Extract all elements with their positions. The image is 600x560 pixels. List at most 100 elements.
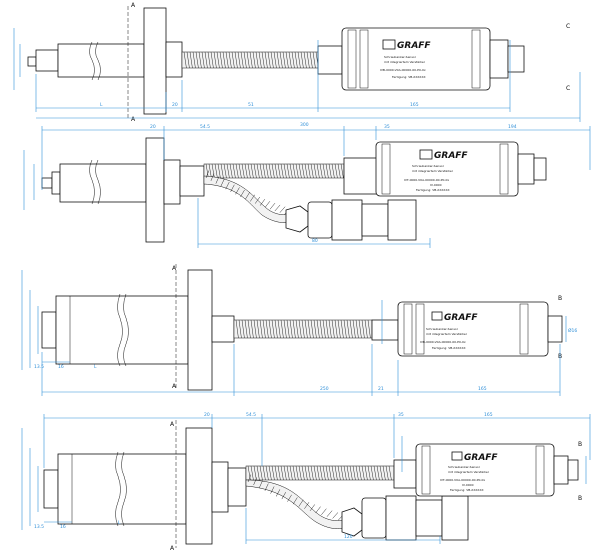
thread-stroke xyxy=(186,51,190,69)
thread-stroke xyxy=(331,319,335,339)
housing-rib xyxy=(471,29,481,89)
thread-stroke xyxy=(337,465,341,481)
thread-stroke xyxy=(274,319,278,339)
mount-plate xyxy=(387,199,417,241)
adapter xyxy=(227,467,247,507)
thread-stroke xyxy=(307,465,311,481)
thread-stroke xyxy=(325,465,329,481)
hose-ring xyxy=(269,202,276,210)
section-mark: B xyxy=(558,295,562,302)
thread-stroke xyxy=(322,319,326,339)
thread-stroke xyxy=(316,163,320,179)
housing-rib xyxy=(359,29,369,89)
terminal-block xyxy=(361,203,389,237)
dimension-text: L xyxy=(100,102,103,108)
thread-stroke xyxy=(306,51,310,69)
thread-stroke xyxy=(244,319,248,339)
probe-tip xyxy=(27,56,37,67)
thread-stroke xyxy=(346,465,350,481)
thread-stroke xyxy=(286,163,290,179)
dimension-text: 13.5 xyxy=(34,364,44,370)
thread-stroke xyxy=(376,465,380,481)
hose-ring xyxy=(309,504,315,512)
view-2-flexible-sensor: GRAFF Schraubanker-Sensor mit integriert… xyxy=(23,124,591,248)
hose-ring xyxy=(247,474,252,483)
housing-rib xyxy=(499,143,509,195)
thread-stroke xyxy=(231,51,235,69)
hose-ring xyxy=(205,170,210,179)
thread-stroke xyxy=(189,51,193,69)
brand-name: GRAFF xyxy=(434,151,468,161)
thread-stroke xyxy=(223,163,227,179)
thread-stroke xyxy=(280,319,284,339)
housing-rib xyxy=(415,303,425,355)
thread-stroke xyxy=(262,465,266,481)
thread-stroke xyxy=(328,465,332,481)
thread-stroke xyxy=(292,163,296,179)
probe-tip xyxy=(41,177,53,189)
thread-stroke xyxy=(298,465,302,481)
body-text: Fertigung: VB-XXXXXX xyxy=(432,346,466,350)
dimension-text: 20 xyxy=(204,412,210,418)
thread-stroke xyxy=(250,163,254,179)
thread-stroke xyxy=(192,51,196,69)
hose-ring xyxy=(259,480,263,488)
thread-stroke xyxy=(256,465,260,481)
thread-stroke xyxy=(283,163,287,179)
thread-stroke xyxy=(241,319,245,339)
thread-stroke xyxy=(240,51,244,69)
hose-ring xyxy=(292,497,298,505)
view-4-flexible-sensor-large: A A GRAFF Schraubanker-Sensor mit integr… xyxy=(21,412,591,552)
thread-stroke xyxy=(255,51,259,69)
probe-shaft xyxy=(55,295,189,365)
mount-plate xyxy=(331,199,363,241)
thread-stroke xyxy=(337,319,341,339)
thread-stroke xyxy=(298,319,302,339)
adapter xyxy=(179,165,205,197)
dimension-text: 35 xyxy=(384,124,390,130)
probe-shaft xyxy=(59,163,147,203)
thread-stroke xyxy=(256,319,260,339)
thread-stroke xyxy=(211,163,215,179)
hose-ring xyxy=(287,494,292,502)
hose-ring xyxy=(264,483,269,491)
thread-stroke xyxy=(208,163,212,179)
thread-stroke xyxy=(279,51,283,69)
body-text: Schraubanker-Sensor xyxy=(384,55,417,59)
connector xyxy=(533,157,547,181)
flex-hose xyxy=(245,479,345,529)
connector xyxy=(507,45,525,73)
hose-ring xyxy=(225,181,230,190)
body-text: Fertigung: VB-XXXXXX xyxy=(416,188,450,192)
thread-stroke xyxy=(226,163,230,179)
hose-ring xyxy=(210,173,215,181)
thread-stroke xyxy=(355,465,359,481)
thread-stroke xyxy=(340,319,344,339)
dimension-text: 120 xyxy=(344,534,353,540)
thread-stroke xyxy=(325,163,329,179)
thread-stroke xyxy=(292,319,296,339)
probe-shaft xyxy=(57,453,187,525)
thread-stroke xyxy=(267,51,271,69)
body-neck xyxy=(371,319,399,341)
thread-stroke xyxy=(243,51,247,69)
housing-rib xyxy=(381,143,391,195)
lock-nut xyxy=(211,461,229,513)
thread-stroke xyxy=(261,51,265,69)
thread-stroke xyxy=(382,465,386,481)
thread-stroke xyxy=(270,51,274,69)
dimension-text: 13.5 xyxy=(34,524,44,530)
body-text: IV-0000 xyxy=(430,183,442,187)
mounting-flange xyxy=(143,7,167,115)
dimension-text: L xyxy=(118,520,121,526)
thread-stroke xyxy=(282,51,286,69)
body-neck xyxy=(393,459,417,489)
body-text: IVB-0000-V0A-00000-00-P0-0x xyxy=(420,340,466,344)
brand-logo xyxy=(382,39,396,50)
thread-stroke xyxy=(325,319,329,339)
thread-stroke xyxy=(301,465,305,481)
thread-stroke xyxy=(340,163,344,179)
mounting-flange xyxy=(187,269,213,391)
